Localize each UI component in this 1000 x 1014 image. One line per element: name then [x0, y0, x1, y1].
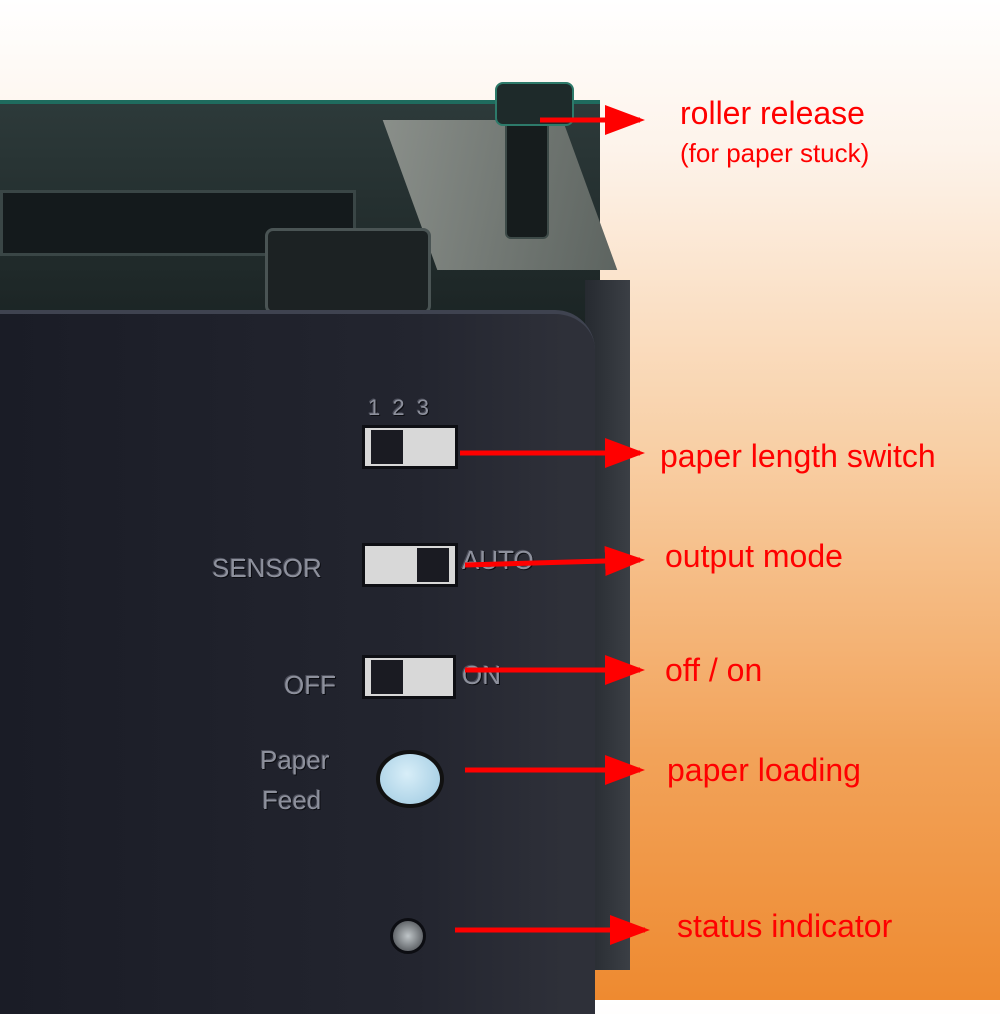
callout-paper-length-switch: paper length switch [660, 438, 936, 474]
paper-feed-button[interactable] [376, 750, 444, 808]
sensor-marking: SENSOR [212, 553, 322, 583]
arrow-output-mode [464, 546, 645, 576]
printer-front-panel [0, 310, 595, 1014]
callout-off-on: off / on [665, 652, 763, 688]
off-marking: OFF [284, 670, 336, 700]
on-marking: ON [462, 660, 501, 690]
auto-marking: AUTO [462, 545, 534, 575]
paper-length-positions: 1 2 3 [368, 395, 432, 420]
feed-marking: Feed [262, 785, 322, 815]
paper-length-switch[interactable] [362, 425, 458, 469]
output-mode-switch[interactable] [362, 543, 458, 587]
power-switch[interactable] [362, 655, 456, 699]
cover-latch[interactable] [265, 228, 431, 314]
callout-output-mode: output mode [665, 538, 843, 574]
paper-marking: Paper [260, 745, 330, 775]
callout-paper-loading: paper loading [667, 752, 861, 788]
callout-status-indicator: status indicator [677, 908, 893, 944]
callout-roller-release: roller release [680, 95, 865, 131]
status-indicator-led [390, 918, 426, 954]
callout-roller-release-note: (for paper stuck) [680, 138, 870, 168]
